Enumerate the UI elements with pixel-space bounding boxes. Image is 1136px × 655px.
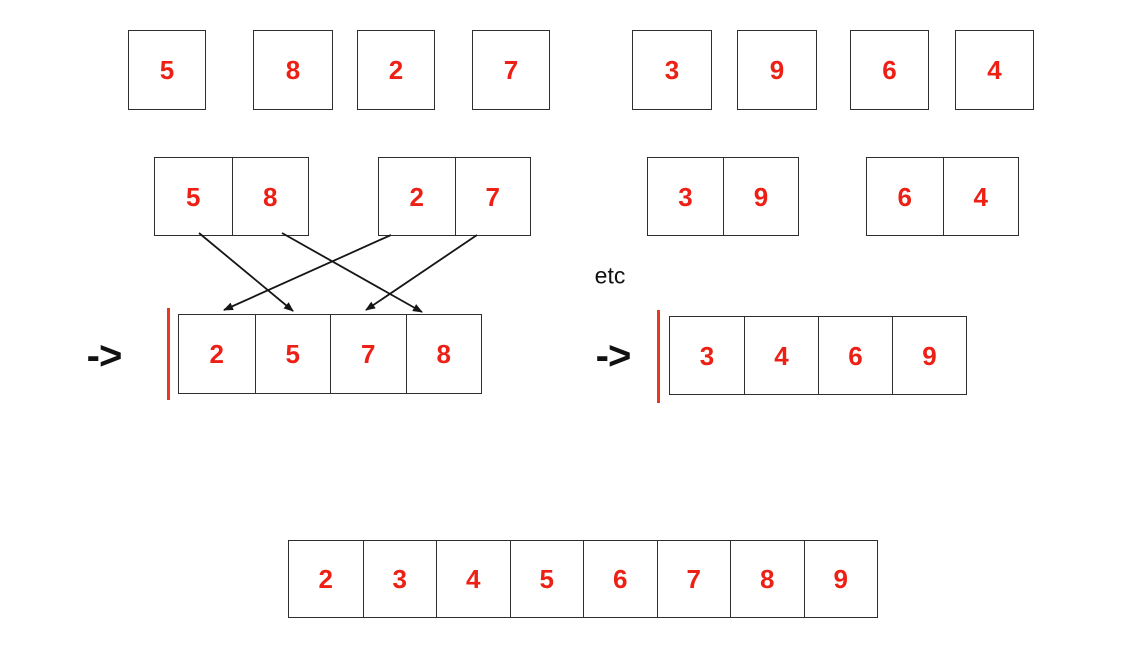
- array-cell: 3: [362, 541, 437, 617]
- cell-value: 9: [753, 181, 769, 212]
- cell-value: 2: [388, 55, 404, 85]
- array-cell: 8: [254, 31, 332, 109]
- array-cell: 3: [633, 31, 711, 109]
- cell-value: 3: [678, 181, 693, 212]
- merged-right-start-bar: [657, 310, 660, 403]
- array-cell: 4: [436, 541, 510, 617]
- cell-value: 3: [664, 55, 680, 85]
- merge-arrow-5: [198, 232, 294, 312]
- final-sorted: 2 3 4 5 6 7 8 9: [288, 540, 878, 618]
- array-cell: 2: [358, 31, 434, 109]
- array-cell: 4: [956, 31, 1033, 109]
- single-5: 5: [128, 30, 206, 110]
- cell-value: 4: [466, 564, 481, 594]
- merge-arrow-2: [223, 234, 392, 311]
- array-cell: 9: [892, 317, 966, 394]
- cell-value: 4: [774, 340, 789, 371]
- cell-value: 9: [922, 340, 937, 371]
- merged-3-4-6-9: 3 4 6 9: [669, 316, 967, 395]
- cell-value: 9: [833, 564, 848, 594]
- array-cell: 6: [818, 317, 892, 394]
- merged-left-start-bar: [167, 308, 170, 400]
- cell-value: 5: [539, 564, 554, 594]
- cell-value: 7: [485, 181, 500, 212]
- single-7: 7: [472, 30, 550, 110]
- array-cell: 9: [723, 158, 798, 235]
- array-cell: 6: [851, 31, 928, 109]
- cell-value: 6: [882, 55, 897, 85]
- array-cell: 8: [405, 315, 482, 393]
- cell-value: 4: [973, 181, 988, 212]
- cell-value: 7: [686, 564, 701, 594]
- cell-value: 3: [392, 564, 407, 594]
- merged-2-5-7-8: 2 5 7 8: [178, 314, 482, 394]
- array-cell: 5: [129, 31, 205, 109]
- array-cell: 6: [867, 158, 943, 235]
- cell-value: 9: [769, 55, 785, 85]
- array-cell: 2: [289, 541, 363, 617]
- array-cell: 8: [730, 541, 804, 617]
- array-cell: 7: [330, 315, 406, 393]
- single-8: 8: [253, 30, 333, 110]
- array-cell: 4: [942, 158, 1019, 235]
- cell-value: 5: [159, 55, 175, 85]
- array-cell: 2: [179, 315, 255, 393]
- merge-arrow-8: [281, 232, 423, 313]
- cell-value: 8: [436, 339, 451, 369]
- etc-label: etc: [594, 262, 626, 289]
- array-cell: 7: [473, 31, 549, 109]
- cell-value: 2: [409, 181, 424, 212]
- single-4: 4: [955, 30, 1034, 110]
- single-6: 6: [850, 30, 929, 110]
- cell-value: 3: [699, 340, 715, 371]
- single-2: 2: [357, 30, 435, 110]
- array-cell: 7: [656, 541, 731, 617]
- merge-result-arrow-right: ->: [595, 334, 632, 378]
- array-cell: 5: [155, 158, 232, 235]
- cell-value: 6: [897, 181, 912, 212]
- merge-arrow-7: [365, 234, 478, 311]
- cell-value: 2: [318, 564, 333, 594]
- cell-value: 7: [503, 55, 519, 85]
- cell-value: 8: [263, 181, 278, 212]
- array-cell: 3: [670, 317, 744, 394]
- array-cell: 5: [254, 315, 331, 393]
- cell-value: 6: [848, 340, 863, 371]
- array-cell: 2: [379, 158, 455, 235]
- array-cell: 9: [803, 541, 878, 617]
- single-9: 9: [737, 30, 817, 110]
- array-cell: 7: [454, 158, 531, 235]
- array-cell: 9: [738, 31, 816, 109]
- array-cell: 6: [583, 541, 657, 617]
- array-cell: 8: [231, 158, 309, 235]
- array-cell: 4: [744, 317, 818, 394]
- cell-value: 4: [987, 55, 1002, 85]
- cell-value: 8: [760, 564, 775, 594]
- cell-value: 5: [285, 339, 300, 369]
- cell-value: 8: [285, 55, 301, 85]
- cell-value: 2: [209, 339, 224, 369]
- cell-value: 7: [361, 339, 376, 369]
- cell-value: 6: [613, 564, 628, 594]
- cell-value: 5: [186, 181, 201, 212]
- array-cell: 5: [509, 541, 584, 617]
- array-cell: 3: [648, 158, 723, 235]
- merge-result-arrow-left: ->: [86, 334, 123, 378]
- single-3: 3: [632, 30, 712, 110]
